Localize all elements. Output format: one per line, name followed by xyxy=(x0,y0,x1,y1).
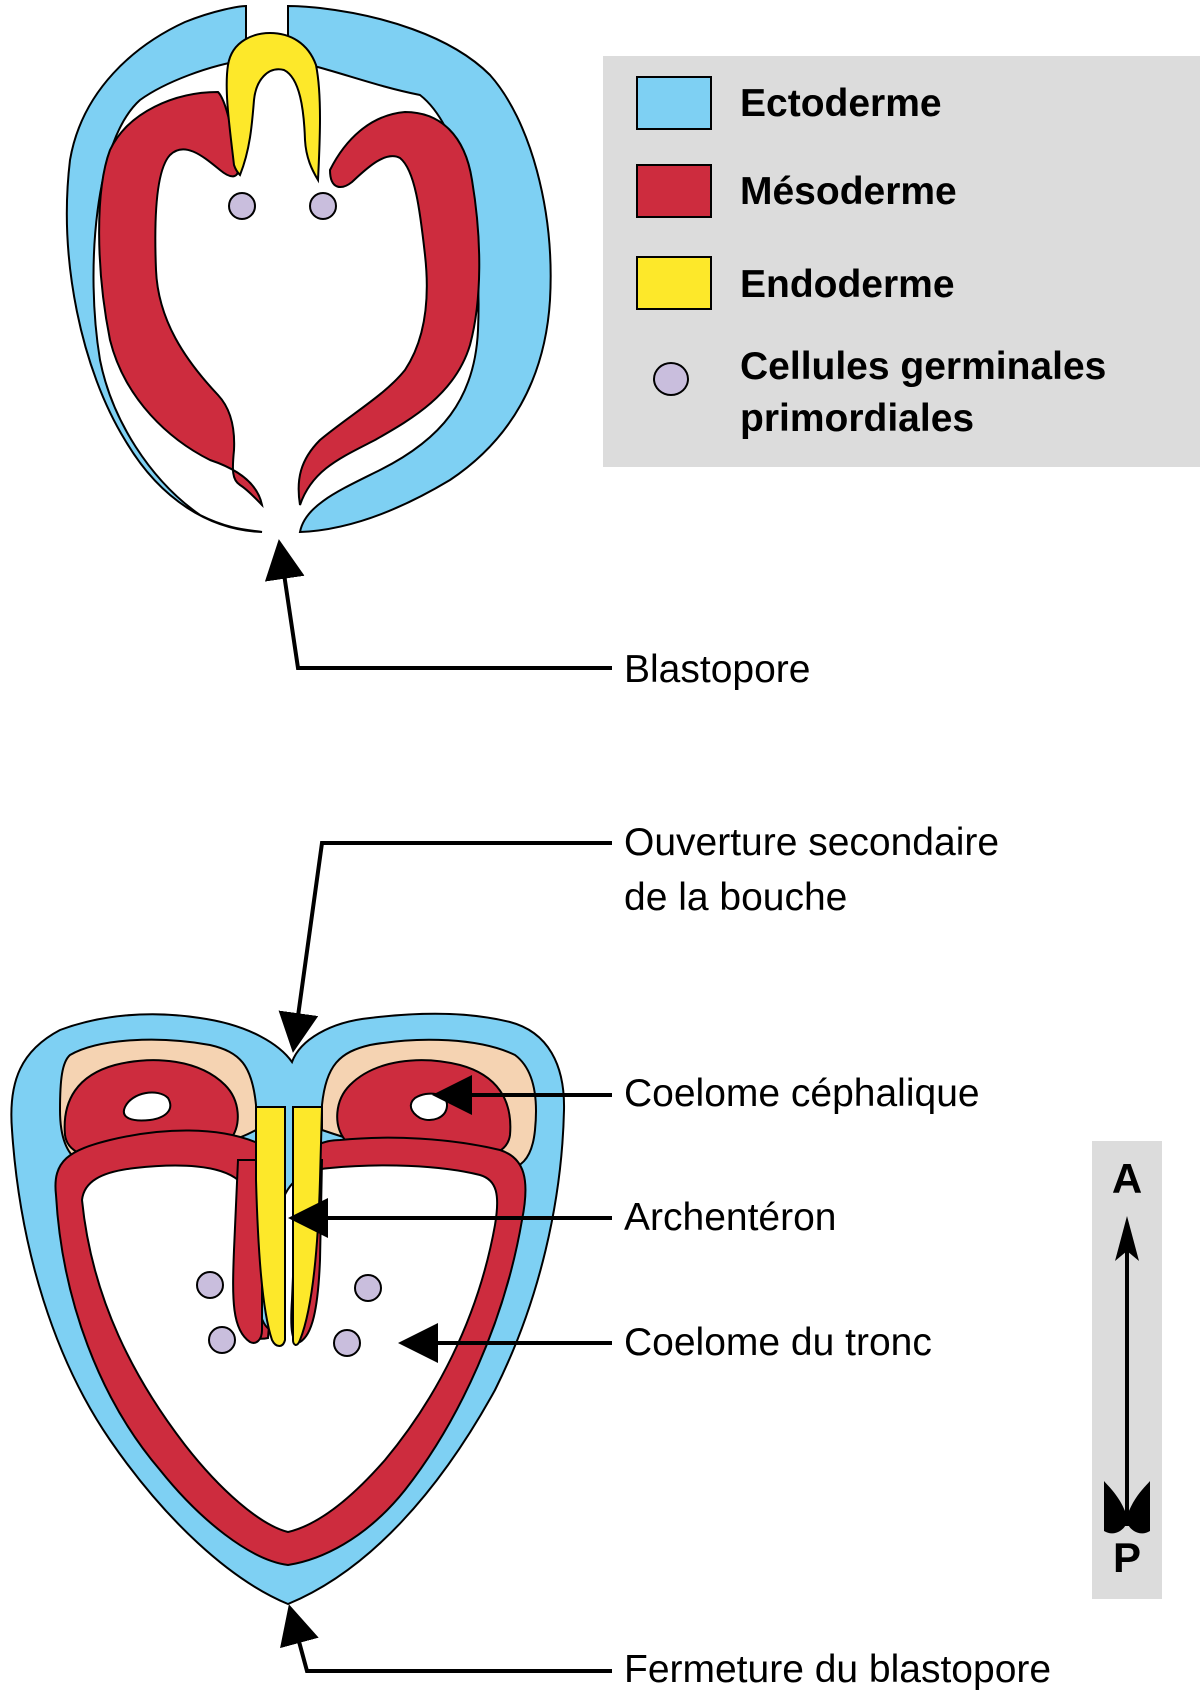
legend-label-ectoderm: Ectoderme xyxy=(740,82,942,125)
anterior-posterior-axis: A P xyxy=(1092,1141,1162,1599)
top-mesoderm-left xyxy=(98,90,264,509)
bottom-germ-cell xyxy=(196,1271,224,1299)
label-mouth-line1: Ouverture secondaire xyxy=(624,821,1000,864)
legend: Ectoderme Mésoderme Endoderme Cellules g… xyxy=(603,56,1200,467)
legend-swatch-endoderm xyxy=(636,256,712,310)
head-coelom-cavity xyxy=(122,1091,172,1122)
archenteron-endoderm xyxy=(255,1106,286,1347)
legend-label-mesoderm: Mésoderme xyxy=(740,170,957,213)
top-germ-cell xyxy=(309,192,337,220)
top-germ-cell xyxy=(228,192,256,220)
legend-label-germ-cells-line1: Cellules germinales xyxy=(740,345,1107,388)
late-embryo xyxy=(10,1012,566,1606)
mouth-leader xyxy=(278,841,612,1053)
axis-anterior-label: A xyxy=(1111,1155,1143,1202)
legend-swatch-germ-cells xyxy=(653,362,689,396)
label-archenteron: Archentéron xyxy=(624,1196,837,1239)
bottom-germ-cell xyxy=(333,1329,361,1357)
label-mouth-line2: de la bouche xyxy=(624,876,848,919)
blastopore-leader xyxy=(264,539,612,670)
label-trunk-coelom: Coelome du tronc xyxy=(624,1321,932,1364)
axis-posterior-label: P xyxy=(1112,1534,1141,1581)
label-head-coelom: Coelome céphalique xyxy=(624,1072,980,1115)
legend-label-endoderm: Endoderme xyxy=(740,263,955,306)
gastrula-embryo xyxy=(65,4,552,534)
label-blastopore: Blastopore xyxy=(624,648,811,691)
legend-swatch-ectoderm xyxy=(636,76,712,130)
head-coelom-cavity xyxy=(409,1092,449,1121)
legend-swatch-mesoderm xyxy=(636,164,712,218)
label-blastopore-closure: Fermeture du blastopore xyxy=(624,1648,1052,1691)
archenteron-mesoderm xyxy=(232,1159,263,1344)
top-mesoderm-right xyxy=(297,110,481,506)
legend-label-germ-cells-line2: primordiales xyxy=(740,397,975,440)
axis-arrow-icon xyxy=(1104,1216,1150,1534)
closure-leader xyxy=(280,1604,612,1673)
leader-lines xyxy=(264,539,612,1673)
top-ectoderm-right xyxy=(287,4,552,534)
top-endoderm xyxy=(225,31,321,184)
bottom-germ-cell xyxy=(354,1274,382,1302)
bottom-germ-cell xyxy=(208,1326,236,1354)
